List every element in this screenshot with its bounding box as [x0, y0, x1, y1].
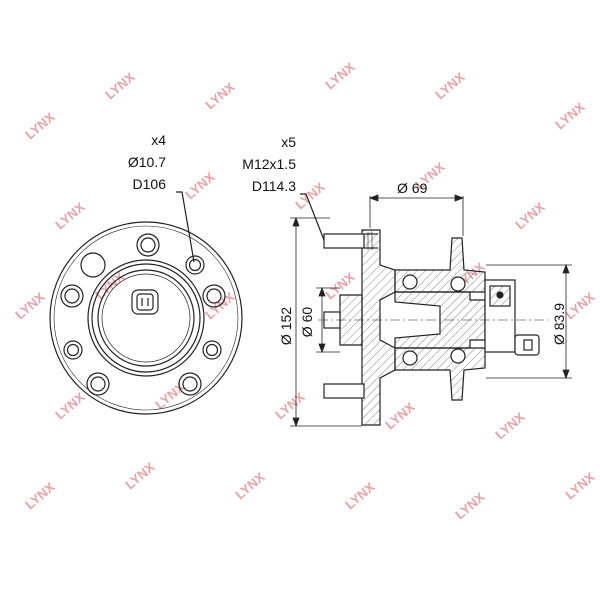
dim-flange-diameter — [290, 216, 362, 428]
side-wheel-studs — [323, 232, 378, 399]
front-callout-pcd: D106 — [132, 176, 166, 192]
side-callout-thread: M12x1.5 — [242, 156, 296, 172]
dim-flange-diameter-label: Ø 152 — [278, 306, 294, 346]
side-abs-sensor — [484, 279, 540, 356]
dim-bearing-diameter — [486, 263, 572, 380]
front-hub-rings — [87, 259, 205, 377]
dim-hub-width-label: Ø 69 — [397, 180, 428, 196]
side-callout-count: x5 — [281, 134, 296, 150]
dim-pilot-diameter-label: Ø 60 — [299, 306, 315, 338]
front-flange-outline — [49, 221, 243, 415]
front-bolt-holes — [60, 233, 226, 396]
side-callout-leader — [300, 193, 325, 241]
front-abs-connector — [131, 289, 159, 315]
front-callout-leader — [176, 191, 195, 263]
front-callout-count: x4 — [151, 132, 166, 148]
side-bearing-balls — [402, 274, 466, 366]
dim-bearing-diameter-label: Ø 83.9 — [551, 302, 567, 346]
dim-hub-width — [368, 194, 465, 236]
front-callout-hole-diameter: Ø10.7 — [127, 154, 166, 170]
side-callout-pcd: D114.3 — [251, 178, 296, 194]
side-flange-section — [361, 229, 396, 426]
dim-pilot-diameter — [316, 286, 340, 354]
